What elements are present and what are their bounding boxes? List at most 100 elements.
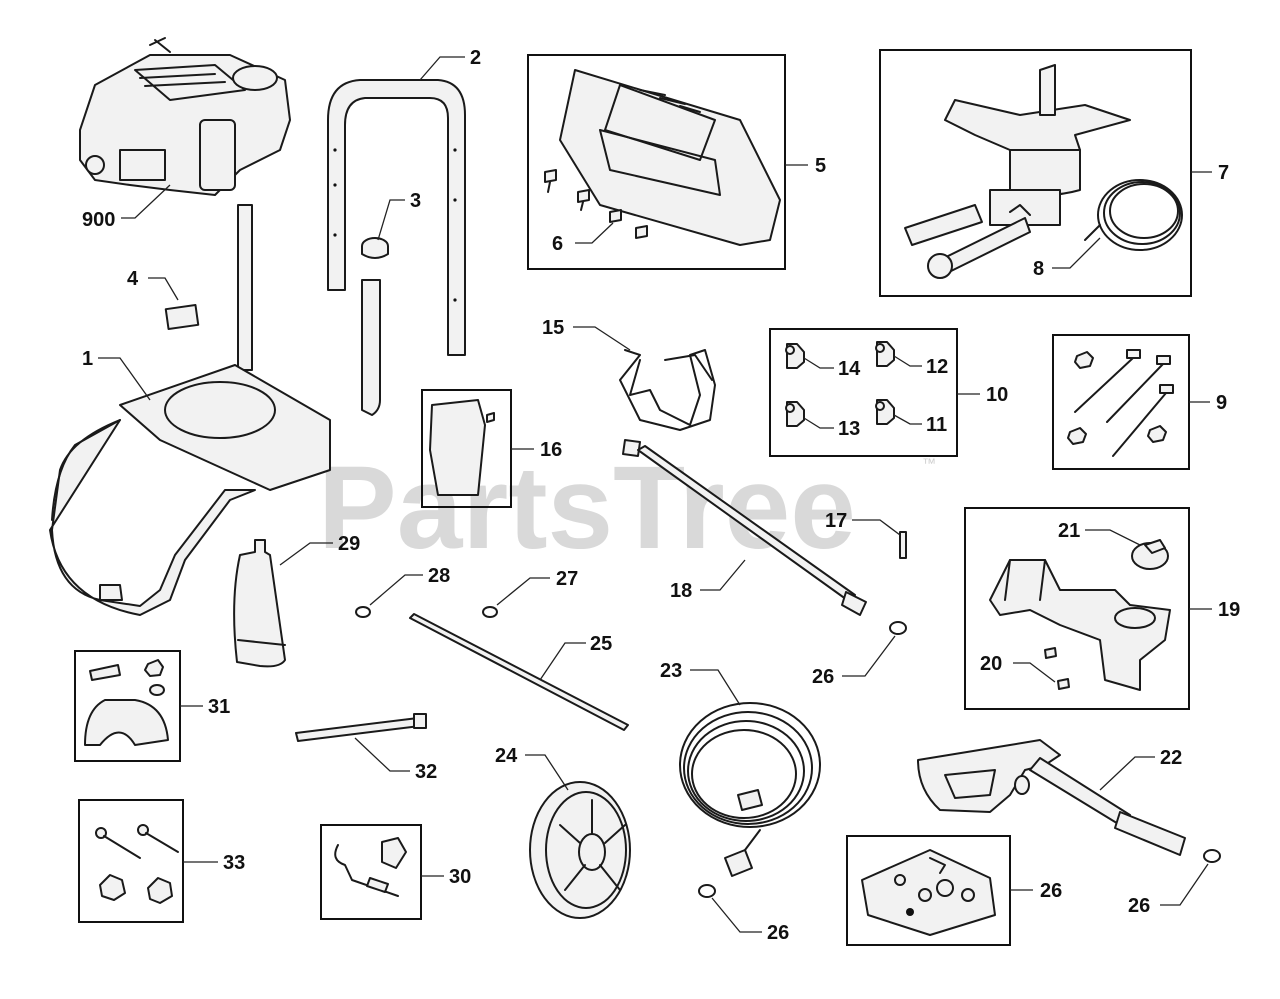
callout-13: 13 (838, 418, 860, 440)
nozzle-kit-box (769, 328, 958, 457)
leader-25 (539, 642, 586, 681)
label-decal-part[interactable] (164, 304, 200, 330)
leader-1 (98, 357, 151, 401)
wheel-part[interactable] (529, 781, 631, 919)
callout-25: 25 (590, 633, 612, 655)
callout-7: 7 (1218, 162, 1229, 184)
callout-27: 27 (556, 568, 578, 590)
seal-kit-bag-part[interactable] (861, 849, 996, 936)
nozzles-part[interactable] (785, 341, 895, 427)
cover-plate-part[interactable] (429, 399, 495, 496)
callout-10: 10 (986, 384, 1008, 406)
watermark-trademark: ™ (922, 455, 936, 471)
bolts-nuts-part[interactable] (1067, 349, 1174, 457)
callout-11: 11 (926, 414, 947, 436)
leader-2 (419, 56, 465, 81)
leader-14 (803, 357, 834, 369)
o-ring-gun-part[interactable] (1203, 849, 1221, 863)
callout-26d: 26 (1040, 880, 1062, 902)
handle-part[interactable] (327, 79, 466, 356)
leader-6 (575, 222, 614, 244)
washer-28-part[interactable] (355, 606, 371, 618)
plug-part[interactable] (361, 237, 389, 259)
leader-28 (369, 574, 423, 606)
callout-29: 29 (338, 533, 360, 555)
callout-23: 23 (660, 660, 682, 682)
callout-12: 12 (926, 356, 948, 378)
callout-16: 16 (540, 439, 562, 461)
leader-24 (525, 754, 569, 791)
leader-26c (1160, 863, 1209, 906)
pump-kit-box (879, 49, 1192, 297)
leader-18 (700, 559, 746, 591)
leader-15 (573, 326, 631, 351)
spray-gun-part[interactable] (917, 739, 1186, 856)
callout-14: 14 (838, 358, 861, 380)
leader-17 (852, 519, 901, 536)
leader-8 (1052, 237, 1101, 269)
callout-22: 22 (1160, 747, 1182, 769)
leader-23 (690, 669, 741, 706)
callout-17: 17 (825, 510, 847, 532)
hose-hook-part[interactable] (619, 349, 716, 431)
callout-19: 19 (1218, 599, 1240, 621)
o-ring-wand-part[interactable] (889, 621, 907, 635)
leader-4 (148, 277, 179, 301)
o-ring-hose-part[interactable] (698, 884, 716, 898)
callout-26b: 26 (767, 922, 789, 944)
pin-part[interactable] (899, 531, 907, 559)
callout-4: 4 (127, 268, 139, 290)
axle-part[interactable] (409, 613, 629, 731)
coil-tube-part[interactable] (1084, 179, 1183, 251)
washer-27-part[interactable] (482, 606, 498, 618)
panel-screws-part[interactable] (544, 169, 648, 239)
callout-32: 32 (415, 761, 437, 783)
callout-21: 21 (1058, 520, 1080, 542)
cable-tie-part[interactable] (295, 713, 427, 742)
callout-28: 28 (428, 565, 450, 587)
leader-27 (496, 577, 550, 606)
control-panel-part[interactable] (559, 69, 781, 246)
hook-kit-box (320, 824, 422, 920)
callout-26a: 26 (812, 666, 834, 688)
pump-part[interactable] (904, 64, 1131, 279)
leader-900 (121, 184, 171, 219)
spray-wand-part[interactable] (622, 439, 867, 616)
leader-21 (1085, 529, 1141, 546)
tank-cap-part[interactable] (1131, 539, 1169, 570)
callout-900: 900 (82, 209, 115, 231)
frame-part[interactable] (49, 364, 331, 616)
callout-8: 8 (1033, 258, 1044, 280)
leader-13 (803, 417, 834, 429)
leader-3 (377, 199, 405, 241)
callout-3: 3 (410, 190, 421, 212)
leader-20 (1013, 662, 1056, 683)
callout-18: 18 (670, 580, 692, 602)
tank-bracket-part[interactable] (989, 559, 1171, 691)
high-pressure-hose-part[interactable] (679, 702, 821, 877)
leader-11 (893, 414, 922, 425)
tank-screws-part[interactable] (1044, 647, 1070, 690)
callout-1: 1 (82, 348, 93, 370)
leader-22 (1099, 756, 1155, 791)
watermark: PartsTree (318, 442, 856, 574)
callout-33: 33 (223, 852, 245, 874)
callout-9: 9 (1216, 392, 1227, 414)
detergent-tube-part[interactable] (233, 539, 286, 668)
handle-knobs-bolts-part[interactable] (95, 824, 179, 904)
callout-30: 30 (449, 866, 471, 888)
callout-31: 31 (208, 696, 230, 718)
hook-bolt-part[interactable] (334, 837, 407, 897)
leader-12 (893, 355, 922, 367)
engine-part[interactable] (79, 37, 291, 196)
callout-6: 6 (552, 233, 563, 255)
panel-kit-box (527, 54, 786, 270)
callout-24: 24 (495, 745, 518, 767)
callout-5: 5 (815, 155, 826, 177)
leader-26a (842, 635, 896, 677)
frame-upright-tubes[interactable] (237, 204, 381, 416)
rubber-foot-part[interactable] (84, 659, 169, 746)
callout-26c: 26 (1128, 895, 1150, 917)
handle-hardware-box (78, 799, 184, 923)
